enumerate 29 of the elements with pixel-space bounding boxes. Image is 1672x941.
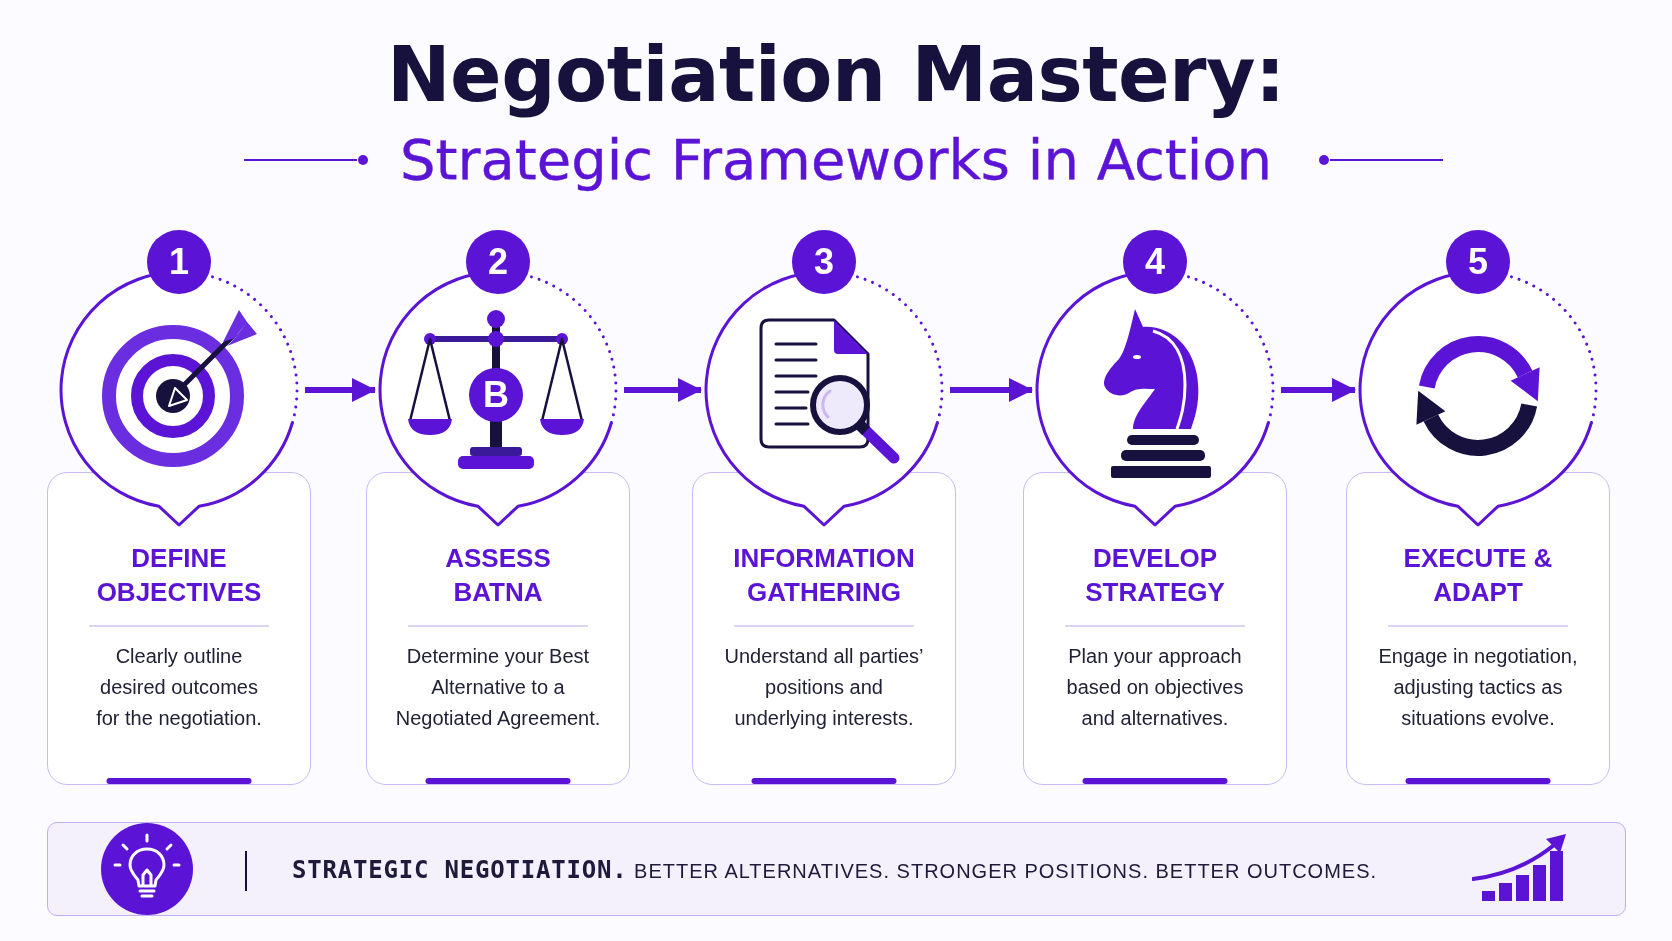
scale-letter: B [483, 377, 509, 413]
step-title: EXECUTE & ADAPT [1402, 542, 1554, 609]
arrow [1281, 378, 1356, 402]
step-title: DEVELOP STRATEGY [1084, 542, 1226, 609]
step-description: Understand all parties’ positions and underlying interests. [723, 644, 925, 731]
step-description: Clearly outline desired outcomes for the negotiation. [95, 644, 263, 731]
step-title: INFORMATION GATHERING [732, 542, 916, 609]
step-number-badge: 2 [466, 230, 530, 294]
step-description: Engage in negotiation, adjusting tactics as situations evolve. [1377, 644, 1579, 731]
tagline-text: STRATEGIC NEGOTIATION. BETTER ALTERNATIVES. STRONGER POSITIONS. BETTER OUTCOMES. [292, 855, 1378, 886]
step-title: DEFINE OBJECTIVES [95, 542, 263, 609]
step-description: Plan your approach based on objectives and alternatives. [1065, 644, 1245, 731]
step-number-badge: 1 [147, 230, 211, 294]
step-number-badge: 3 [792, 230, 856, 294]
title: Negotiation Mastery: [387, 30, 1285, 120]
step-number-badge: 5 [1446, 230, 1510, 294]
step-card [1023, 472, 1287, 785]
arrow [950, 378, 1033, 402]
arrow [305, 378, 376, 402]
arrow [624, 378, 702, 402]
step-card [47, 472, 311, 785]
step-number-badge: 4 [1123, 230, 1187, 294]
subtitle: Strategic Frameworks in Action [399, 126, 1273, 194]
step-card [1346, 472, 1610, 785]
step-card [366, 472, 630, 785]
step-title: ASSESS BATNA [444, 542, 552, 609]
step-card [692, 472, 956, 785]
tagline-banner [47, 822, 1626, 916]
step-description: Determine your Best Alternative to a Negotiated Agreement. [394, 644, 602, 731]
